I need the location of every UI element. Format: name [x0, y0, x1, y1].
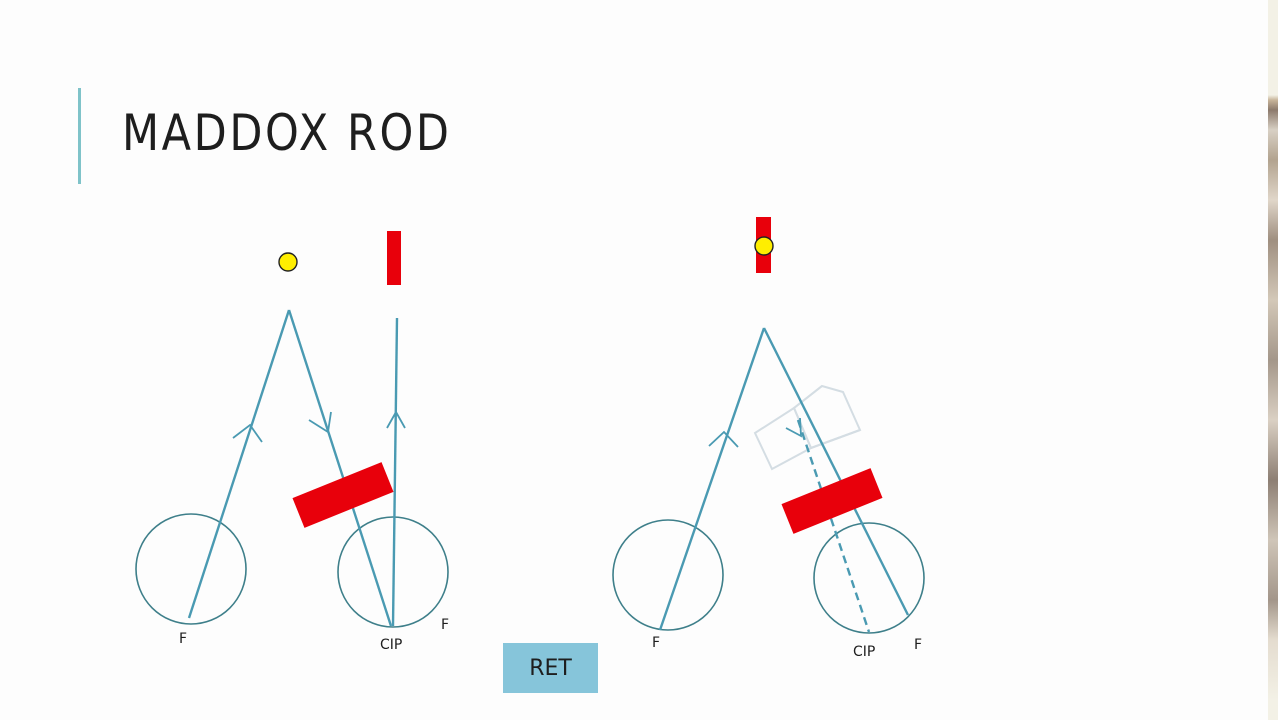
left-panel-ray-projected [391, 317, 399, 627]
right-panel-maddox-rod [781, 468, 883, 534]
right-panel-ray-projected-dashed [796, 419, 871, 633]
left-panel-right-eye-f-label: F [441, 617, 449, 633]
left-panel-right-eye [337, 516, 449, 628]
right-panel-right-eye [813, 522, 925, 634]
left-panel-maddox-rod [292, 462, 394, 528]
right-panel-left-eye [612, 519, 724, 631]
right-panel: F CIP F [612, 217, 925, 660]
left-panel-light-spot [278, 252, 298, 272]
left-panel-ray-right-eye [287, 309, 393, 627]
slide-title: MADDOX ROD [122, 104, 452, 162]
title-accent-bar [78, 88, 81, 184]
left-panel-arrow-up-left [232, 423, 263, 443]
right-panel-arrow-up-left [708, 430, 739, 448]
edge-image-strip [1268, 0, 1278, 720]
left-panel-left-eye-label: F [179, 631, 187, 647]
right-panel-left-eye-label: F [652, 635, 660, 651]
right-panel-ray-left-eye [658, 327, 766, 631]
right-panel-prism [753, 384, 862, 471]
left-panel-ray-left-eye [187, 309, 291, 619]
right-panel-light-spot [754, 236, 774, 256]
left-panel-left-eye [135, 513, 247, 625]
right-panel-right-eye-f-label: F [914, 637, 922, 653]
left-panel: F CIP F [135, 231, 449, 653]
right-panel-arrow-down-right [785, 417, 802, 438]
ret-button[interactable]: RET [503, 643, 598, 693]
right-panel-ray-right-eye [762, 327, 910, 616]
left-panel-red-streak [387, 231, 401, 285]
left-panel-arrow-up-projected [386, 410, 406, 429]
left-panel-arrow-down-right [308, 411, 332, 434]
right-panel-right-eye-cip-label: CIP [853, 644, 875, 660]
left-panel-right-eye-cip-label: CIP [380, 637, 402, 653]
